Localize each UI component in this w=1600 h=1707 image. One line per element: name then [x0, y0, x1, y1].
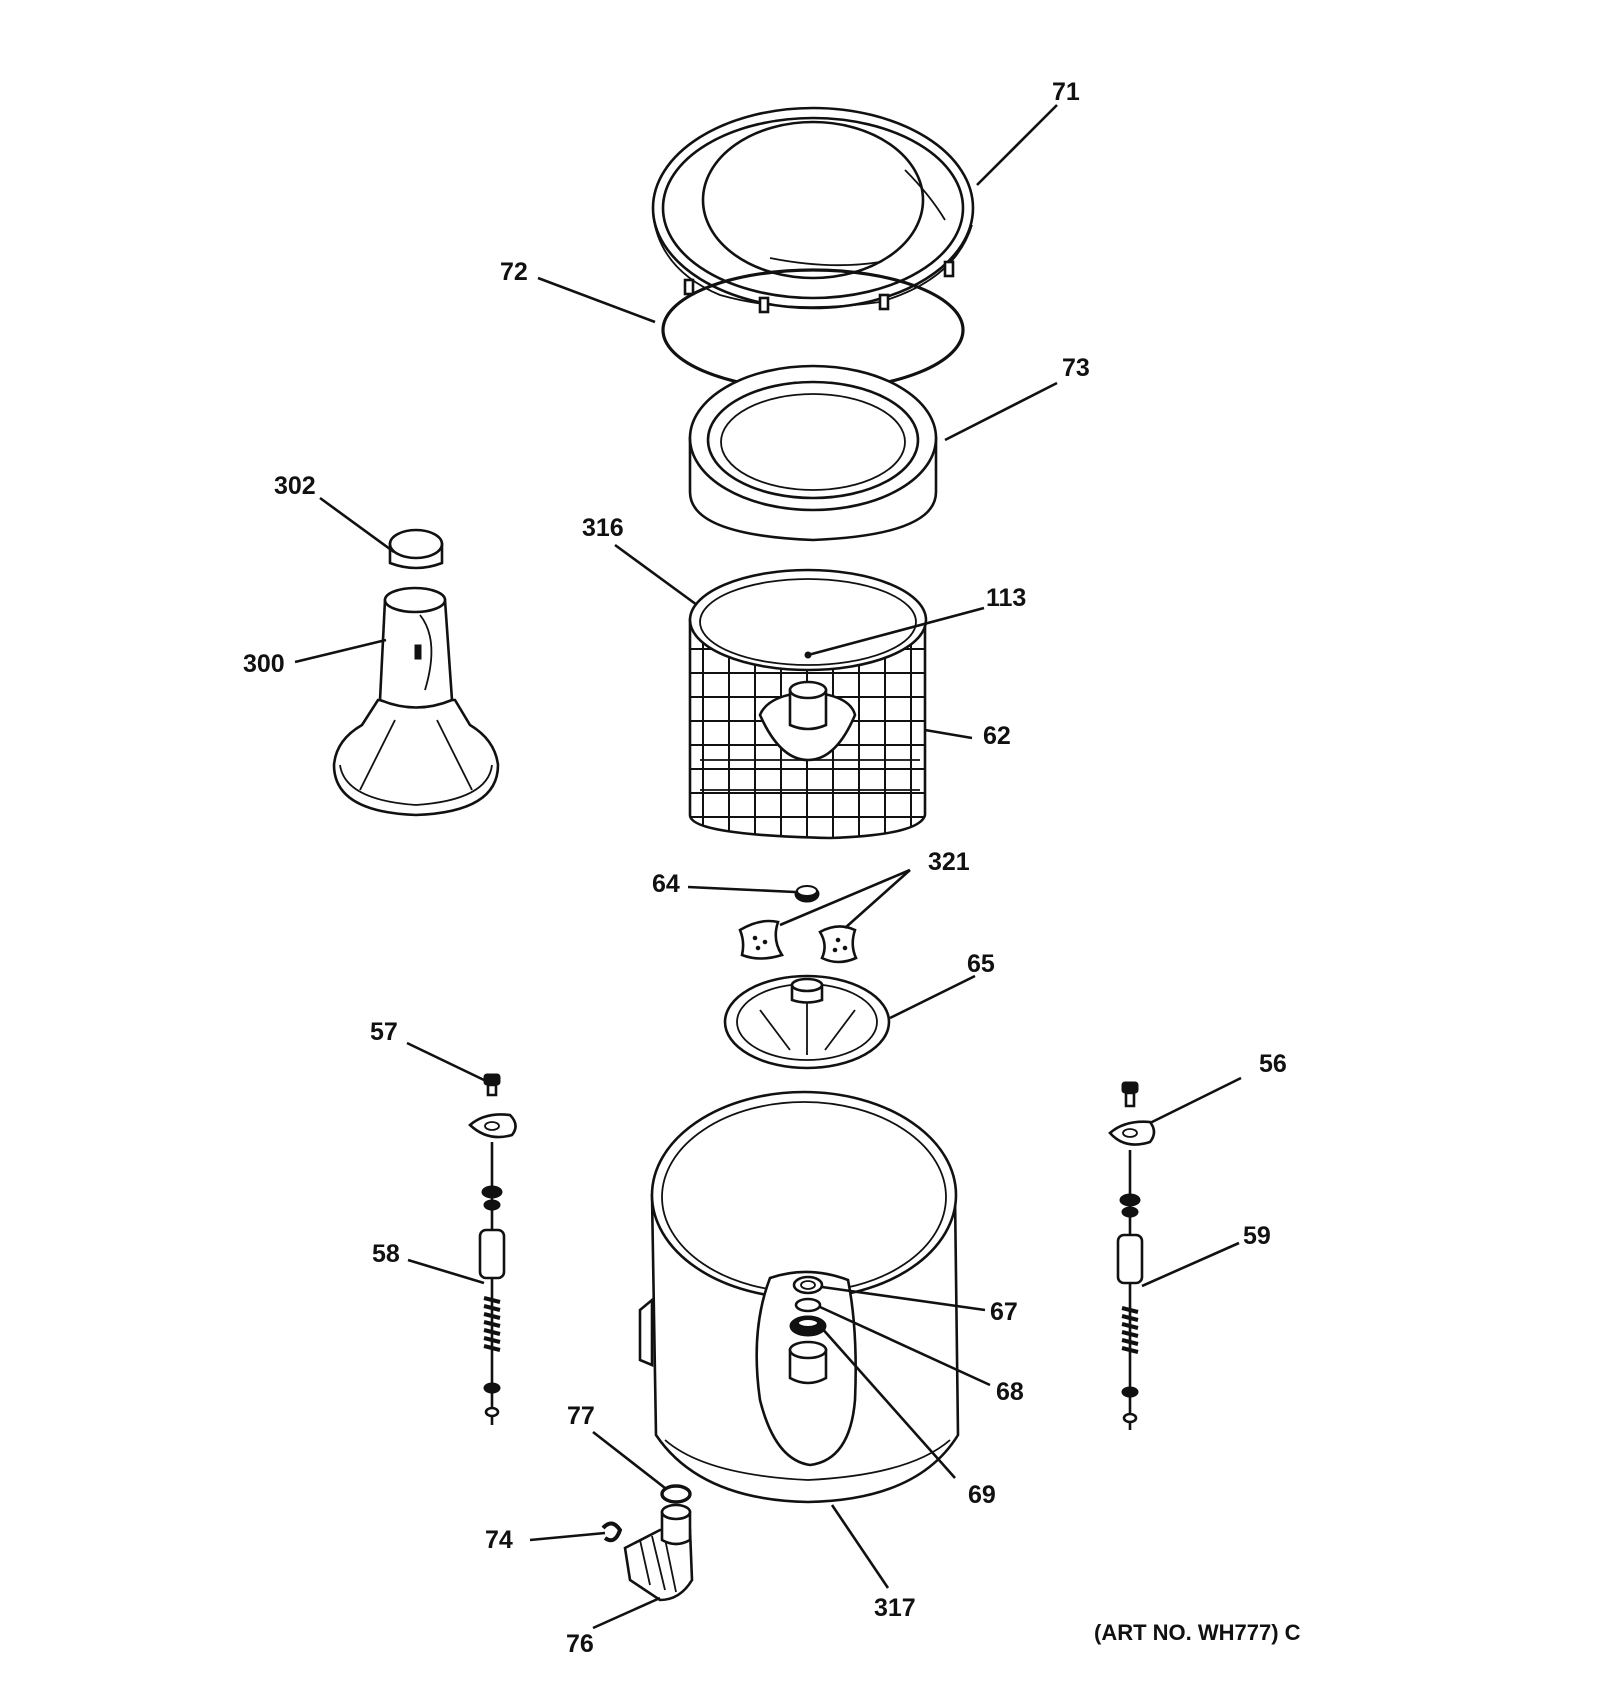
part-59-suspension-rod-right: [1116, 1150, 1144, 1430]
part-77-clamp-ring: [660, 1484, 692, 1504]
callout-74: 74: [485, 1526, 513, 1554]
callout-113: 113: [986, 584, 1026, 612]
callout-321: 321: [928, 848, 970, 876]
callout-72: 72: [500, 258, 528, 286]
part-58-suspension-rod-left: [478, 1142, 506, 1425]
callout-62: 62: [983, 722, 1011, 750]
callout-labels: 71 72 73 302 316 113 300 62 64 321 65 57…: [243, 78, 1301, 1658]
part-62-spin-basket: [688, 568, 928, 840]
callout-69: 69: [968, 1481, 996, 1509]
callout-65: 65: [967, 950, 995, 978]
part-71-tub-cover: [651, 106, 975, 314]
part-300-agitator: [332, 586, 500, 817]
callout-68: 68: [996, 1378, 1024, 1406]
callout-71: 71: [1052, 78, 1080, 106]
part-65-mounting-plate: [723, 974, 891, 1070]
part-76-drain-hose: [623, 1503, 694, 1602]
callout-57: 57: [370, 1018, 398, 1046]
callout-300: 300: [243, 650, 285, 678]
callout-58: 58: [372, 1240, 400, 1268]
part-302-agitator-cap: [388, 528, 444, 570]
part-57-pivot-dome-left: [468, 1073, 517, 1139]
part-69-bearing: [789, 1315, 827, 1337]
callout-316: 316: [582, 514, 624, 542]
callout-73: 73: [1062, 354, 1090, 382]
callout-76: 76: [566, 1630, 594, 1658]
callout-59: 59: [1243, 1222, 1271, 1250]
callout-56: 56: [1259, 1050, 1287, 1078]
art-number: (ART NO. WH777) C: [1094, 1620, 1301, 1645]
callout-317: 317: [874, 1594, 916, 1622]
part-68-seal: [794, 1297, 822, 1313]
part-67-washer: [792, 1275, 824, 1295]
callout-64: 64: [652, 870, 680, 898]
leader-lines: [294, 104, 1242, 1630]
part-73-balance-ring: [688, 364, 938, 542]
part-317-outer-tub: [638, 1090, 960, 1504]
part-321-hub-pieces: [738, 919, 858, 964]
part-56-pivot-dome-right: [1108, 1081, 1156, 1146]
callout-302: 302: [274, 472, 316, 500]
part-74-clamp: [601, 1521, 623, 1543]
part-64-nut: [794, 885, 820, 903]
callout-77: 77: [567, 1402, 595, 1430]
callout-67: 67: [990, 1298, 1018, 1326]
